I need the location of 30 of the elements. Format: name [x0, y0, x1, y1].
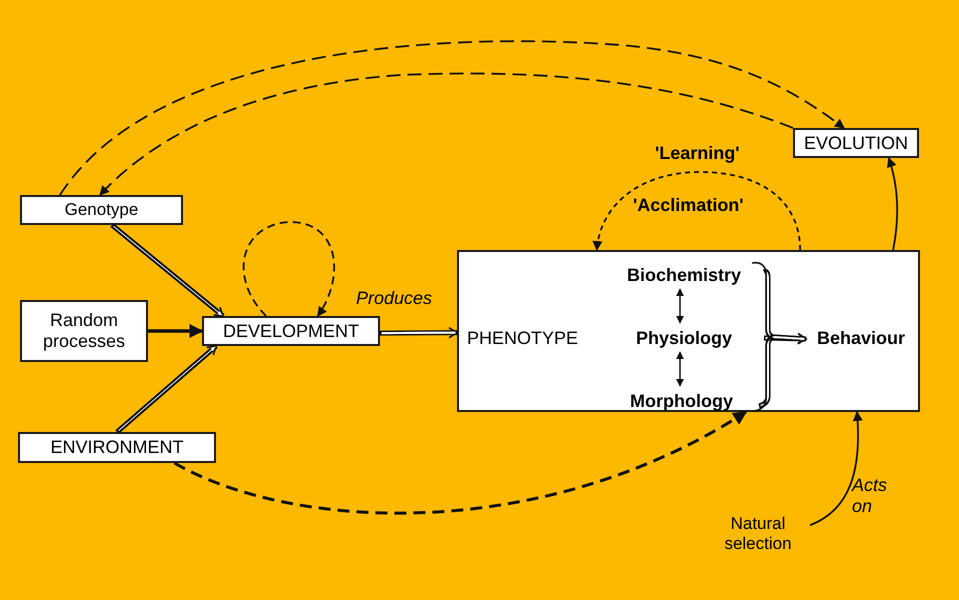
node-label: PHENOTYPE [467, 327, 578, 350]
double-line-arrow [758, 332, 807, 408]
double-line-arrow [380, 326, 458, 338]
process-box: Genotype [20, 195, 183, 225]
node-text: Natural selection [706, 508, 810, 560]
node-text: Physiology [604, 325, 764, 351]
arrow [886, 157, 898, 250]
node-text: Morphology [604, 388, 759, 414]
node-text: Biochemistry [604, 262, 764, 288]
equilibrium-arrow [676, 288, 684, 324]
annotation-text: 'Acclimation' [633, 195, 744, 216]
equilibrium-arrow [676, 351, 684, 387]
node-text: Behaviour [806, 325, 916, 351]
process-box: ENVIRONMENT [18, 432, 216, 463]
arrow [810, 411, 863, 526]
dashed-arrow [593, 171, 801, 251]
process-box: EVOLUTION [793, 128, 919, 158]
process-box: Random processes [20, 300, 148, 362]
edge-label: Acts on [852, 475, 888, 516]
edge-label: Produces [356, 288, 432, 309]
arrow [148, 324, 204, 338]
phenotype-box [457, 250, 920, 412]
annotation-text: 'Learning' [655, 143, 740, 164]
process-box: DEVELOPMENT [202, 316, 380, 346]
double-line-arrow [115, 344, 218, 434]
double-line-arrow [110, 223, 225, 318]
dashed-arrow [242, 221, 335, 317]
dashed-arrow [59, 40, 845, 196]
dashed-arrow [174, 410, 748, 514]
dashed-arrow [99, 72, 794, 196]
